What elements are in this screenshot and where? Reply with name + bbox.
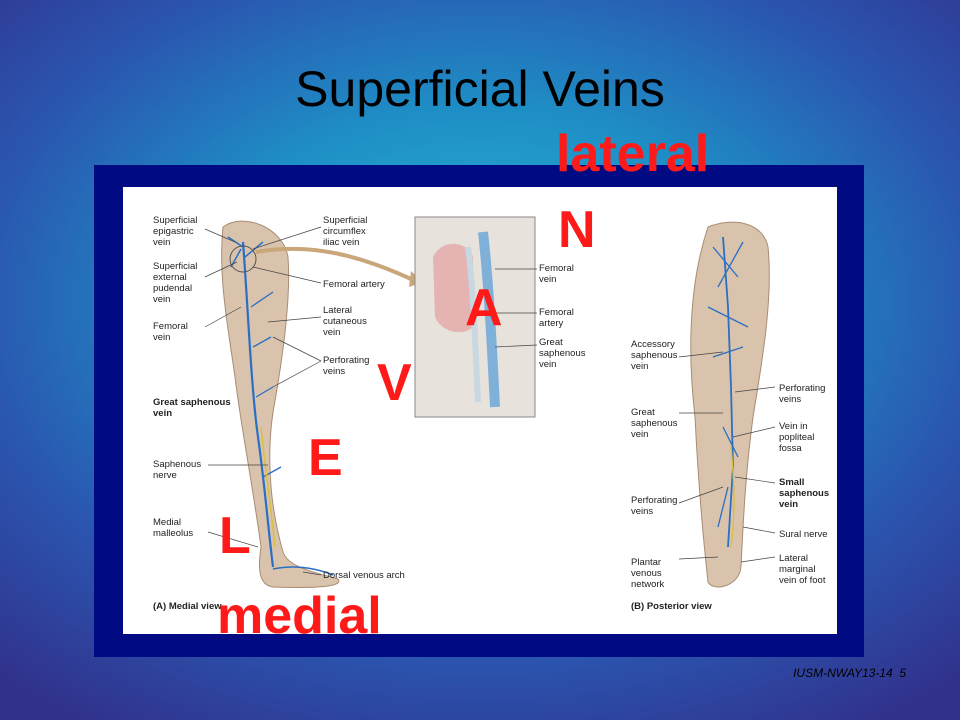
label-dorsal-venous-arch: Dorsal venous arch: [323, 570, 405, 581]
label-lateral-marginal-vein-of-foot: Lateral marginal vein of foot: [779, 553, 826, 586]
label-sural-nerve: Sural nerve: [779, 529, 828, 540]
medial-view-leg: [221, 220, 340, 588]
label-perforating-veins-center: Perforating veins: [323, 355, 370, 377]
caption-posterior-view: (B) Posterior view: [631, 601, 712, 612]
label-small-saphenous-vein: Small saphenous vein: [779, 477, 830, 510]
label-posterior-great-saphenous-vein: Great saphenous vein: [631, 407, 678, 440]
label-great-saphenous-vein: Great saphenous vein: [153, 397, 231, 419]
inset-arrow: [255, 246, 412, 281]
label-lateral-cutaneous-vein: Lateral cutaneous vein: [323, 305, 367, 338]
label-medial-malleolus: Medial malleolus: [153, 517, 194, 539]
label-plantar-venous-network: Plantar venous network: [631, 557, 665, 590]
slide-title: Superficial Veins: [295, 61, 665, 117]
anatomy-figure-panel: Superficial epigastric vein Superficial …: [123, 187, 837, 634]
overlay-medial: medial: [217, 587, 382, 645]
inset-view: [414, 216, 536, 418]
caption-medial-view: (A) Medial view: [153, 601, 222, 612]
overlay-letter-n: N: [558, 201, 596, 259]
overlay-lateral: lateral: [556, 125, 710, 183]
label-superficial-external-pudendal-vein: Superficial external pudendal vein: [153, 261, 198, 305]
label-accessory-saphenous-vein: Accessory saphenous vein: [631, 339, 678, 372]
label-saphenous-nerve: Saphenous nerve: [153, 459, 202, 481]
label-inset-femoral-vein: Femoral vein: [539, 263, 574, 285]
slide-footer: IUSM-NWAY13-14 5: [793, 666, 906, 680]
overlay-letter-e: E: [308, 429, 343, 487]
label-vein-in-popliteal-fossa: Vein in popliteal fossa: [779, 421, 815, 454]
overlay-letter-v: V: [377, 354, 412, 412]
leader-lines: [204, 226, 776, 576]
label-inset-great-saphenous-vein: Great saphenous vein: [539, 337, 586, 370]
label-femoral-artery-center: Femoral artery: [323, 279, 385, 290]
label-posterior-perforating-veins-right: Perforating veins: [779, 383, 826, 405]
posterior-view-leg: [690, 221, 770, 588]
overlay-letter-l: L: [219, 507, 251, 565]
label-posterior-perforating-veins-left: Perforating veins: [631, 495, 678, 517]
label-inset-femoral-artery: Femoral artery: [539, 307, 574, 329]
label-femoral-vein-left: Femoral vein: [153, 321, 188, 343]
overlay-letter-a: A: [465, 279, 503, 337]
label-superficial-circumflex-iliac-vein: Superficial circumflex iliac vein: [323, 215, 368, 248]
label-superficial-epigastric-vein: Superficial epigastric vein: [153, 215, 198, 248]
anatomy-illustration: [204, 216, 776, 588]
